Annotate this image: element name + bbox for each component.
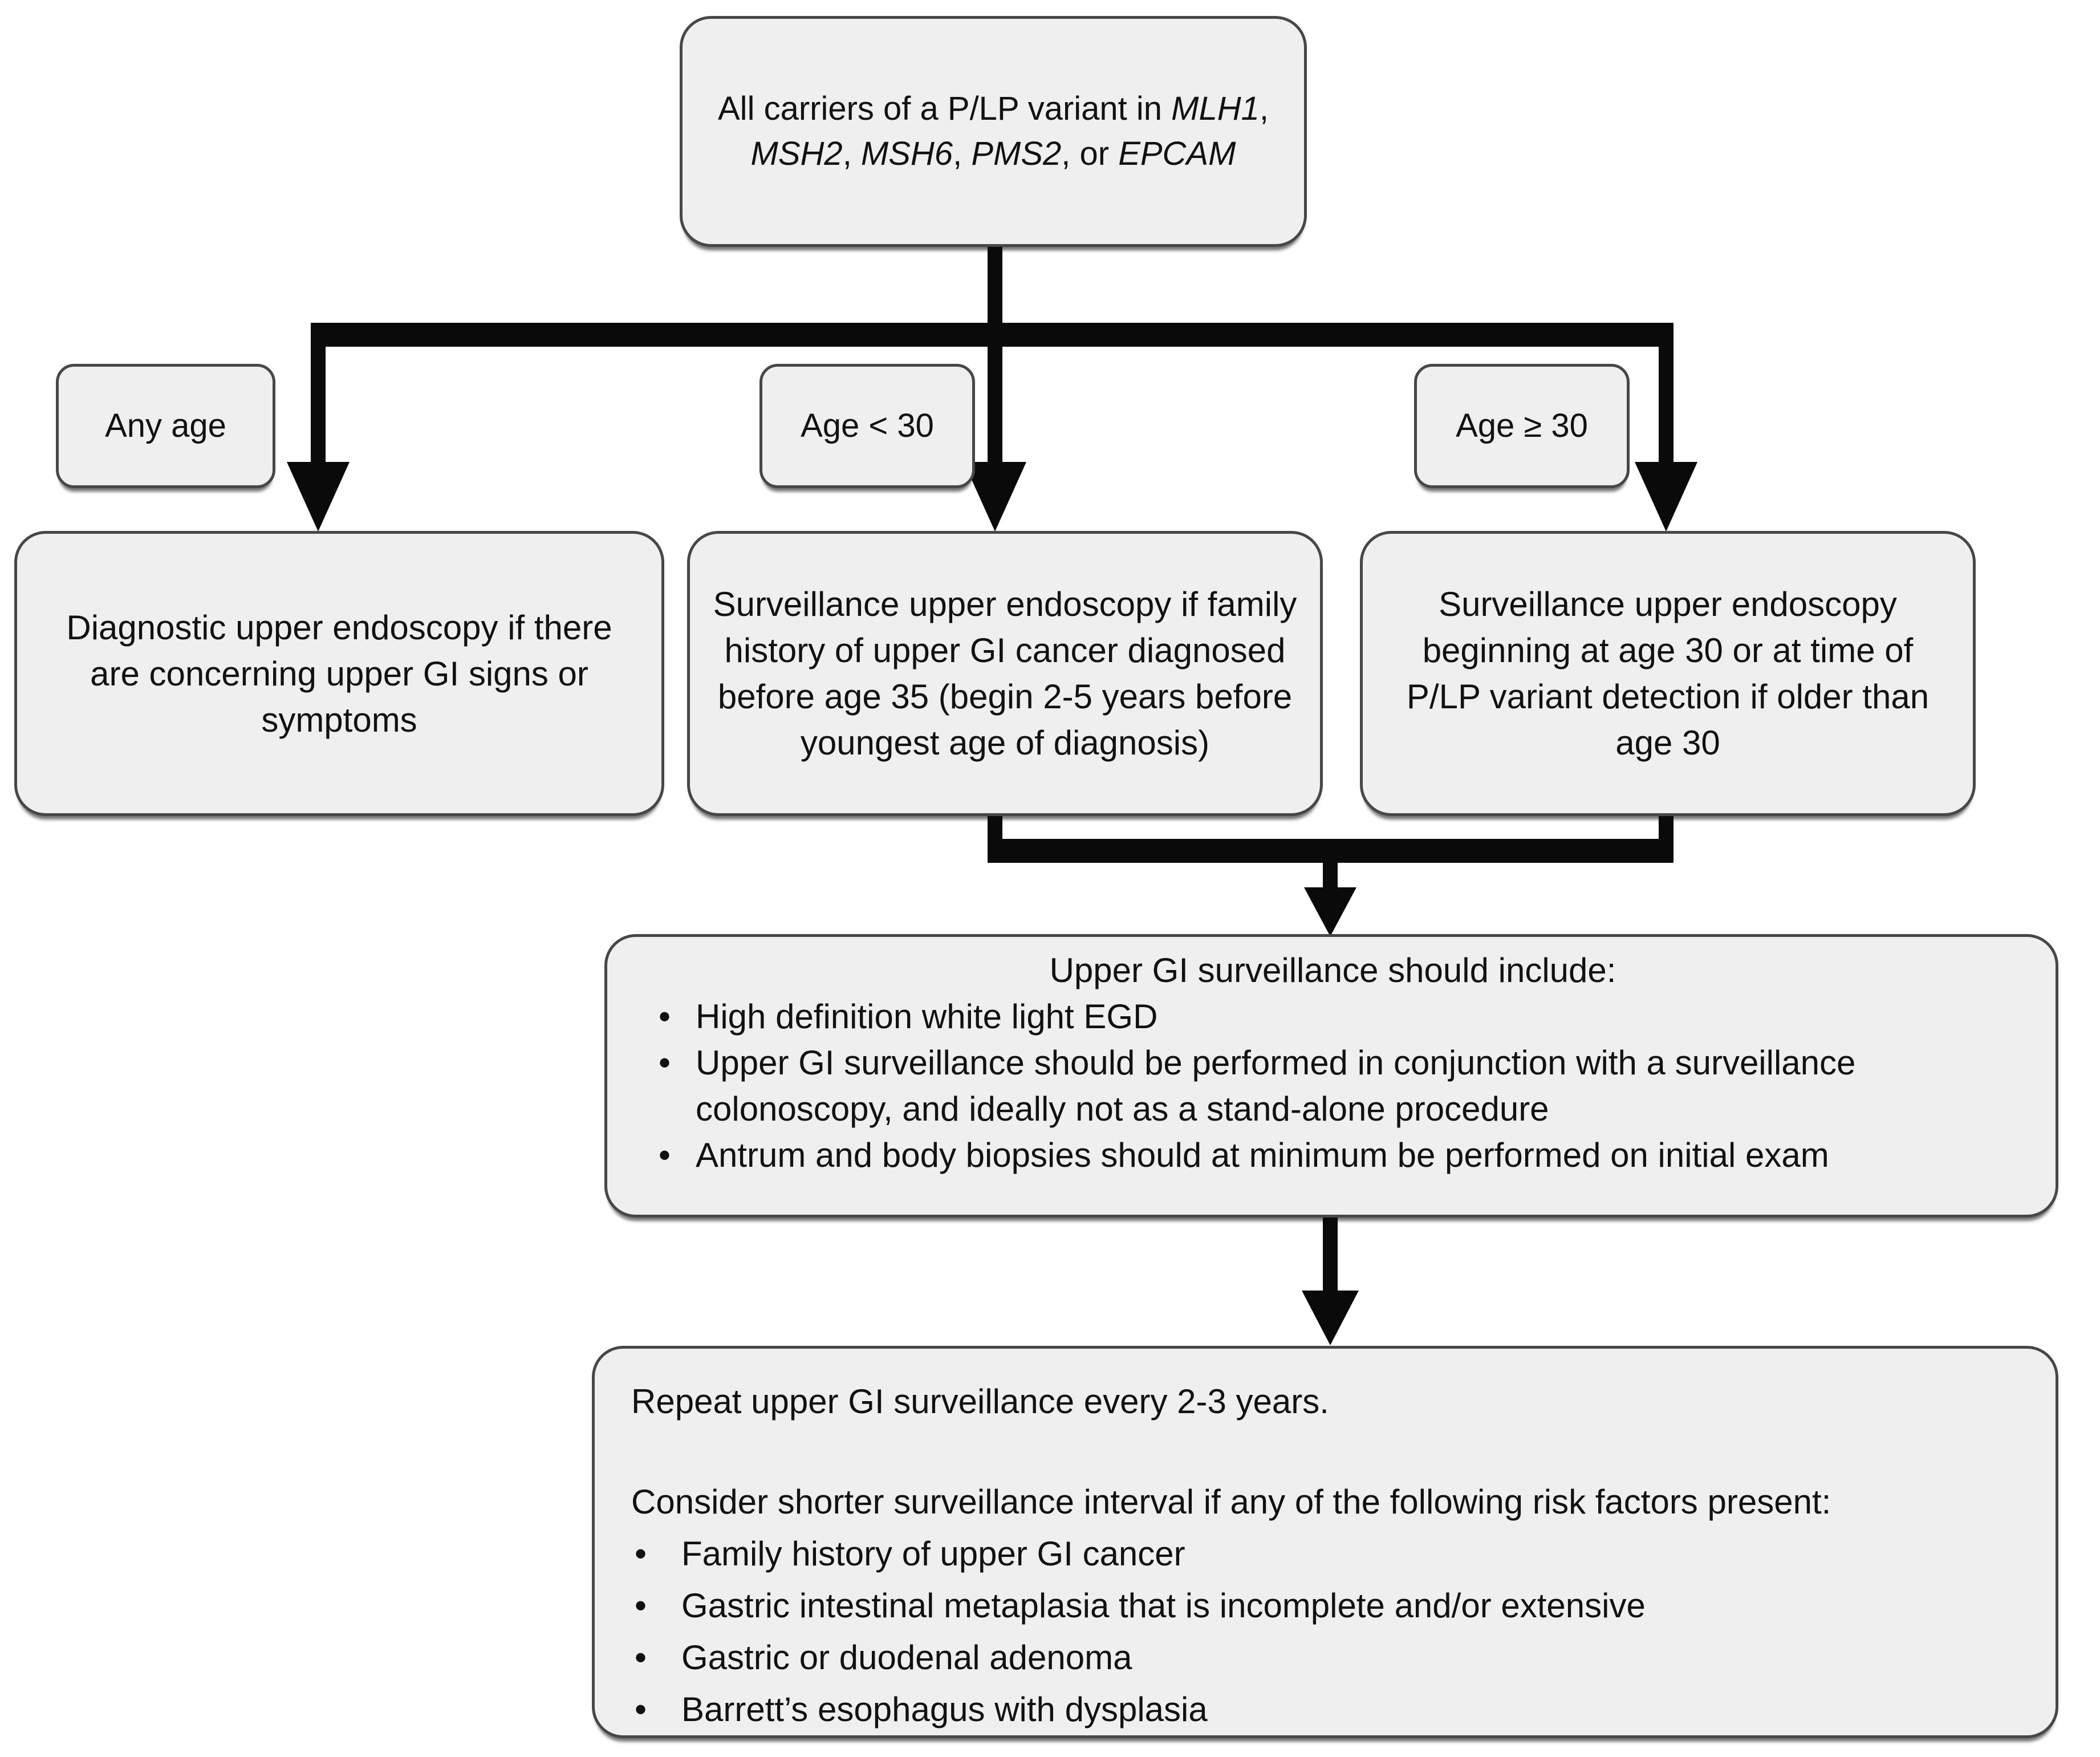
text-segment: , or <box>1061 135 1119 172</box>
box-surveillance-family-history: Surveillance upper endoscopy if family h… <box>687 531 1323 816</box>
repeat-risk-factors-intro: Consider shorter surveillance interval i… <box>631 1483 1831 1521</box>
repeat-arrowhead-icon <box>1302 1291 1359 1345</box>
branch-line-left <box>311 342 326 464</box>
label-age-30-or-older: Age ≥ 30 <box>1414 364 1630 488</box>
bullet-item: Barrett’s esophagus with dysplasia <box>631 1686 2024 1732</box>
bullet-item: Family history of upper GI cancer <box>631 1531 2024 1577</box>
merge-arrowhead-icon <box>1304 887 1356 936</box>
gene-name-italic: EPCAM <box>1118 135 1236 172</box>
bullet-item: Antrum and body biopsies should at minim… <box>641 1132 2024 1178</box>
arrowhead-down-right-icon <box>1635 462 1697 531</box>
box-diagnostic-endoscopy-text: Diagnostic upper endoscopy if there are … <box>66 608 612 739</box>
merge-arrow-line <box>1323 858 1338 891</box>
box-surveillance-family-history-text: Surveillance upper endoscopy if family h… <box>713 585 1297 762</box>
root-box: All carriers of a P/LP variant in MLH1 , … <box>680 16 1307 247</box>
label-any-age: Any age <box>56 364 275 488</box>
gene-name-italic: MSH6 <box>860 135 953 172</box>
gene-name-italic: PMS2 <box>971 135 1062 172</box>
box-surveillance-includes: Upper GI surveillance should include: Hi… <box>604 934 2058 1218</box>
gene-name-italic: MLH1 <box>1171 90 1260 128</box>
bullet-item: Gastric intestinal metaplasia that is in… <box>631 1582 2024 1629</box>
text-segment: All carriers of a P/LP variant in <box>718 90 1172 128</box>
box-repeat-surveillance: Repeat upper GI surveillance every 2-3 y… <box>592 1346 2058 1738</box>
box-diagnostic-endoscopy: Diagnostic upper endoscopy if there are … <box>14 531 664 816</box>
bullet-item: Upper GI surveillance should be performe… <box>641 1040 2024 1132</box>
text-segment: , <box>1259 90 1269 128</box>
gene-name-italic: MSH2 <box>750 135 843 172</box>
trunk-connector <box>988 247 1002 464</box>
label-any-age-text: Any age <box>105 407 226 444</box>
repeat-bullet-list: Family history of upper GI cancerGastric… <box>631 1531 2024 1732</box>
box-surveillance-age-30-text: Surveillance upper endoscopy beginning a… <box>1406 585 1930 762</box>
branch-bar <box>311 323 1673 347</box>
arrowhead-down-left-icon <box>287 462 350 531</box>
box-surveillance-age-30: Surveillance upper endoscopy beginning a… <box>1360 531 1976 816</box>
label-age-under-30-text: Age < 30 <box>801 407 934 444</box>
repeat-arrow-line <box>1323 1218 1338 1297</box>
bullet-item: Gastric or duodenal adenoma <box>631 1634 2024 1681</box>
root-box-text: All carriers of a P/LP variant in MLH1 , … <box>708 87 1278 176</box>
bullet-item: High definition white light EGD <box>641 993 2024 1040</box>
surveillance-title: Upper GI surveillance should include: <box>1049 951 1616 989</box>
text-segment: , <box>953 135 972 172</box>
text-segment: , <box>842 135 861 172</box>
branch-line-right <box>1659 342 1673 464</box>
surveillance-bullet-list: High definition white light EGDUpper GI … <box>641 993 2024 1178</box>
label-age-under-30: Age < 30 <box>759 364 975 488</box>
label-age-30-or-older-text: Age ≥ 30 <box>1456 407 1588 444</box>
repeat-interval-text: Repeat upper GI surveillance every 2-3 y… <box>631 1382 1329 1421</box>
